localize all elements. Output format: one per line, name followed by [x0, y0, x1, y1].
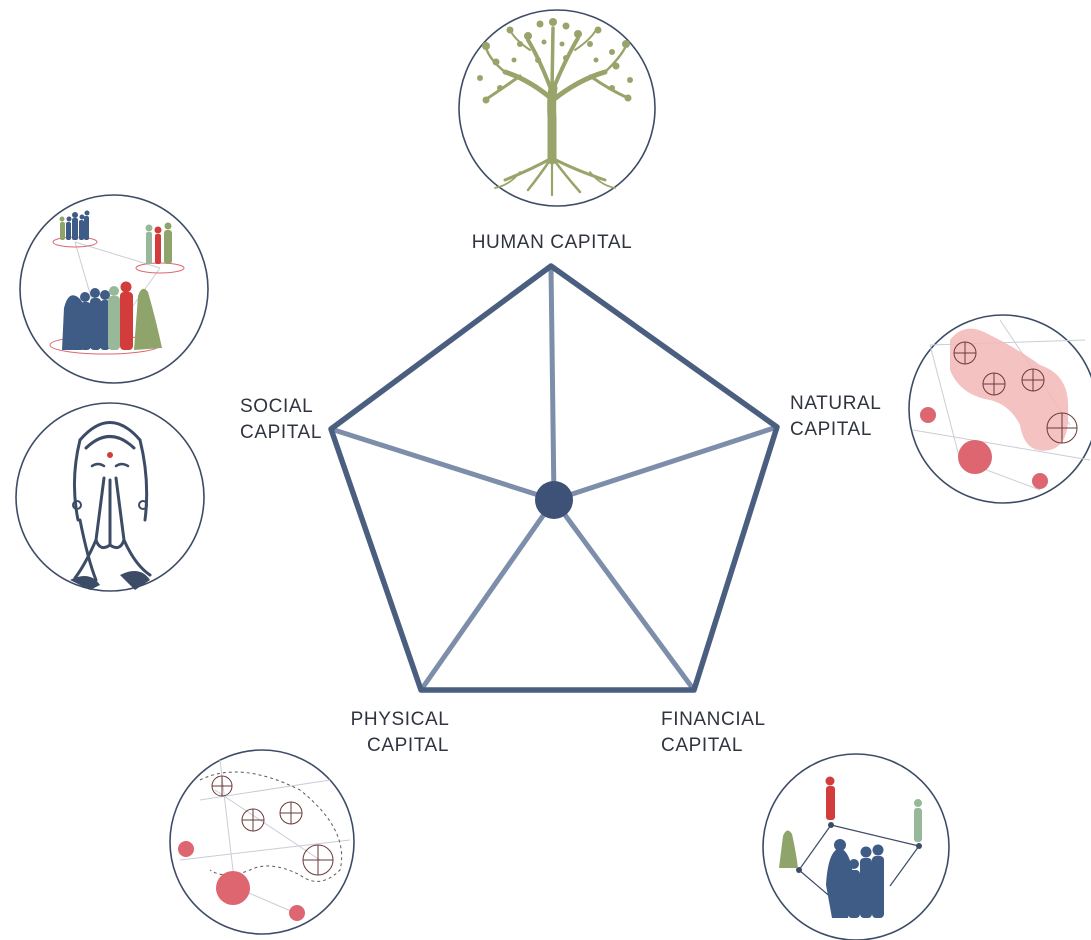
- label-financial-capital-line1: FINANCIAL: [661, 709, 766, 730]
- spoke-social: [328, 426, 557, 503]
- label-social-capital-line2: CAPITAL: [240, 422, 322, 443]
- label-social-capital-line1: SOCIAL: [240, 396, 313, 417]
- label-financial-capital-line2: CAPITAL: [661, 735, 743, 756]
- pentagon-outline: [328, 263, 780, 693]
- pentagon-spokes: [328, 263, 780, 693]
- spoke-physical: [418, 497, 557, 693]
- community-groups-illustration: [19, 194, 209, 384]
- tree-illustration: [458, 9, 656, 207]
- label-physical-capital-line2: CAPITAL: [367, 735, 449, 756]
- label-natural-capital-line2: CAPITAL: [790, 419, 872, 440]
- label-natural-capital-line1: NATURAL: [790, 393, 881, 414]
- spoke-human: [548, 263, 557, 503]
- land-resource-map-illustration: [908, 314, 1091, 504]
- spoke-natural: [551, 424, 780, 503]
- label-physical-capital-line1: PHYSICAL: [351, 709, 450, 730]
- label-human-capital: HUMAN CAPITAL: [472, 232, 633, 253]
- network-people-illustration: [762, 753, 950, 940]
- namaste-woman-illustration: [15, 402, 205, 592]
- center-dot: [535, 481, 573, 519]
- spoke-financial: [551, 497, 697, 693]
- infrastructure-map-illustration: [169, 749, 355, 935]
